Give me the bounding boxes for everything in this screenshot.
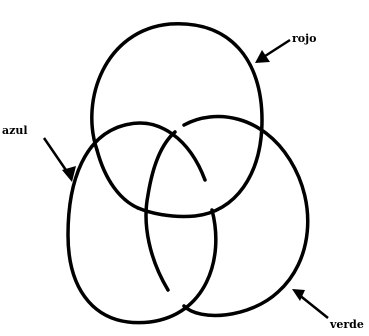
ring-left-gap-segment: [97, 150, 138, 208]
arrow-rojo-shaft: [262, 40, 290, 58]
ring-left: [68, 123, 216, 323]
label-rojo: rojo: [292, 32, 316, 45]
label-verde: verde: [329, 318, 364, 331]
label-azul: azul: [2, 124, 28, 137]
arrow-rojo-head: [255, 50, 270, 63]
arrow-verde-shaft: [298, 294, 328, 318]
